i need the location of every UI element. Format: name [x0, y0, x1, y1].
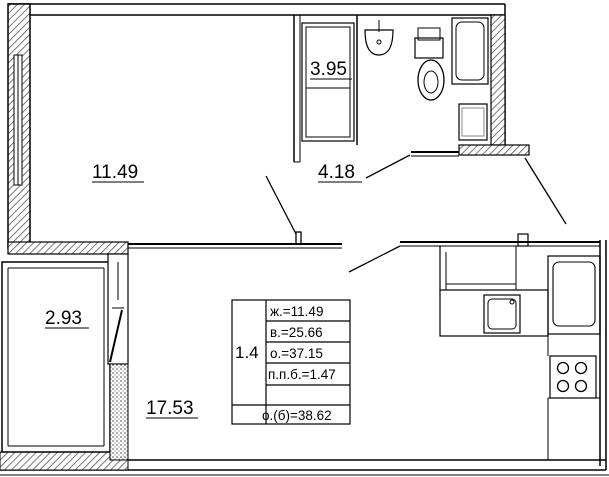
table-row: о.(б)=38.62 — [262, 408, 332, 423]
table-row: о.=37.15 — [270, 346, 323, 361]
exterior-walls — [0, 3, 609, 476]
doors — [265, 154, 567, 273]
room-area-kitchen-living: 17.53 — [146, 398, 194, 419]
room-area-balcony: 2.93 — [45, 308, 82, 329]
info-table — [231, 299, 351, 425]
kitchen — [439, 233, 601, 460]
room-area-bathroom: 4.18 — [318, 162, 355, 183]
table-row: п.п.б.=1.47 — [268, 367, 336, 382]
room-area-living: 11.49 — [92, 162, 138, 183]
apartment-number: 1.4 — [235, 343, 259, 362]
table-row: в.=25.66 — [270, 325, 323, 340]
room-area-shower: 3.95 — [310, 59, 347, 80]
table-row: ж.=11.49 — [270, 304, 323, 319]
bathroom-block — [293, 15, 489, 163]
